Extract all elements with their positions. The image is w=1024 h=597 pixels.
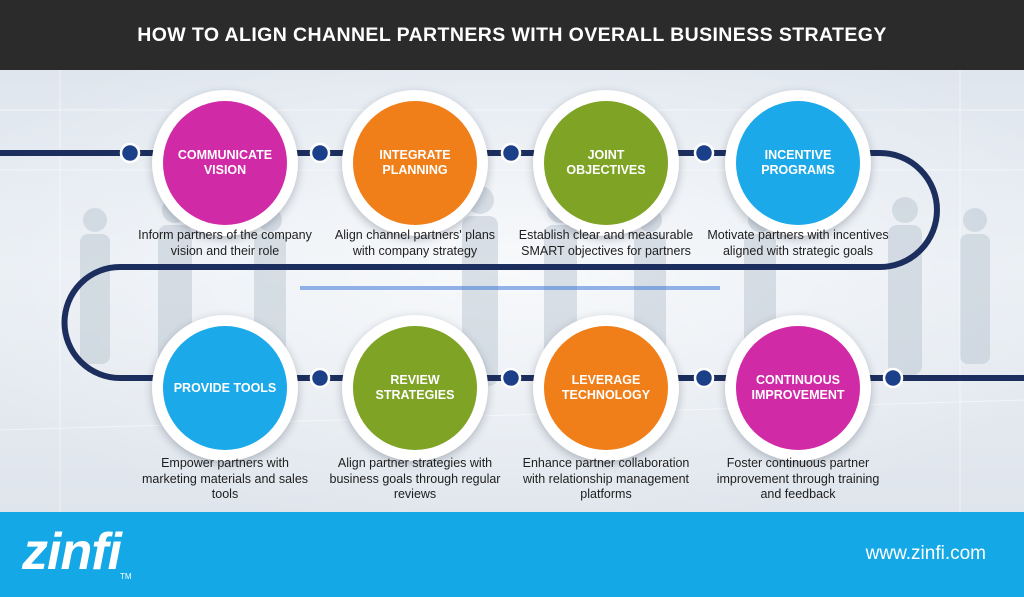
step-integrate-planning: Integrate Planning — [342, 90, 488, 236]
zinfi-logo[interactable]: zinfi — [22, 523, 122, 581]
path-node — [500, 367, 522, 389]
step-description: Establish clear and measurable SMART obj… — [518, 228, 694, 258]
step-leverage-technology: Leverage Technology — [533, 315, 679, 461]
step-circle: Integrate Planning — [353, 101, 477, 225]
step-circle: Continuous Improvement — [736, 326, 860, 450]
path-connectors — [119, 142, 904, 389]
step-circle: Incentive Programs — [736, 101, 860, 225]
step-communicate-vision: Communicate Vision — [152, 90, 298, 236]
step-incentive-programs: Incentive Programs — [725, 90, 871, 236]
step-circle: Leverage Technology — [544, 326, 668, 450]
path-node — [309, 367, 331, 389]
step-review-strategies: Review Strategies — [342, 315, 488, 461]
path-node — [693, 367, 715, 389]
path-node — [693, 142, 715, 164]
step-label: Joint Objectives — [566, 148, 646, 177]
step-continuous-improvement: Continuous Improvement — [725, 315, 871, 461]
light-streak — [300, 286, 720, 290]
website-link[interactable]: www.zinfi.com — [865, 543, 986, 564]
page-title: HOW TO ALIGN CHANNEL PARTNERS WITH OVERA… — [137, 23, 887, 46]
step-circle: Review Strategies — [353, 326, 477, 450]
path-node — [119, 142, 141, 164]
step-description: Align channel partners' plans with compa… — [334, 228, 496, 258]
step-circle: Communicate Vision — [163, 101, 287, 225]
step-description: Inform partners of the company vision an… — [138, 228, 312, 258]
background-art — [0, 70, 1024, 512]
path-node — [309, 142, 331, 164]
step-description: Empower partners with marketing material… — [141, 456, 309, 501]
step-label: Integrate Planning — [379, 148, 451, 177]
footer-banner: zinfi TM www.zinfi.com — [0, 512, 1024, 597]
step-label: Review Strategies — [375, 373, 455, 402]
path-node — [500, 142, 522, 164]
flow-path — [0, 150, 1024, 381]
step-description: Foster continuous partner improvement th… — [716, 456, 880, 501]
step-description: Enhance partner collaboration with relat… — [522, 456, 690, 501]
diagram-area: Communicate Vision Inform partners of th… — [0, 70, 1024, 512]
step-label: Provide Tools — [173, 380, 277, 395]
path-node — [882, 367, 904, 389]
step-description: Align partner strategies with business g… — [329, 456, 501, 501]
step-label: Incentive Programs — [761, 148, 835, 177]
step-description: Motivate partners with incentives aligne… — [707, 228, 889, 258]
step-label: Continuous Improvement — [751, 373, 845, 402]
trademark-mark: TM — [120, 572, 132, 581]
step-label: Leverage Technology — [561, 373, 651, 402]
header-banner: HOW TO ALIGN CHANNEL PARTNERS WITH OVERA… — [0, 0, 1024, 70]
step-joint-objectives: Joint Objectives — [533, 90, 679, 236]
step-label: Communicate Vision — [177, 148, 273, 177]
step-circle: Provide Tools — [163, 326, 287, 450]
step-circle: Joint Objectives — [544, 101, 668, 225]
step-provide-tools: Provide Tools — [152, 315, 298, 461]
